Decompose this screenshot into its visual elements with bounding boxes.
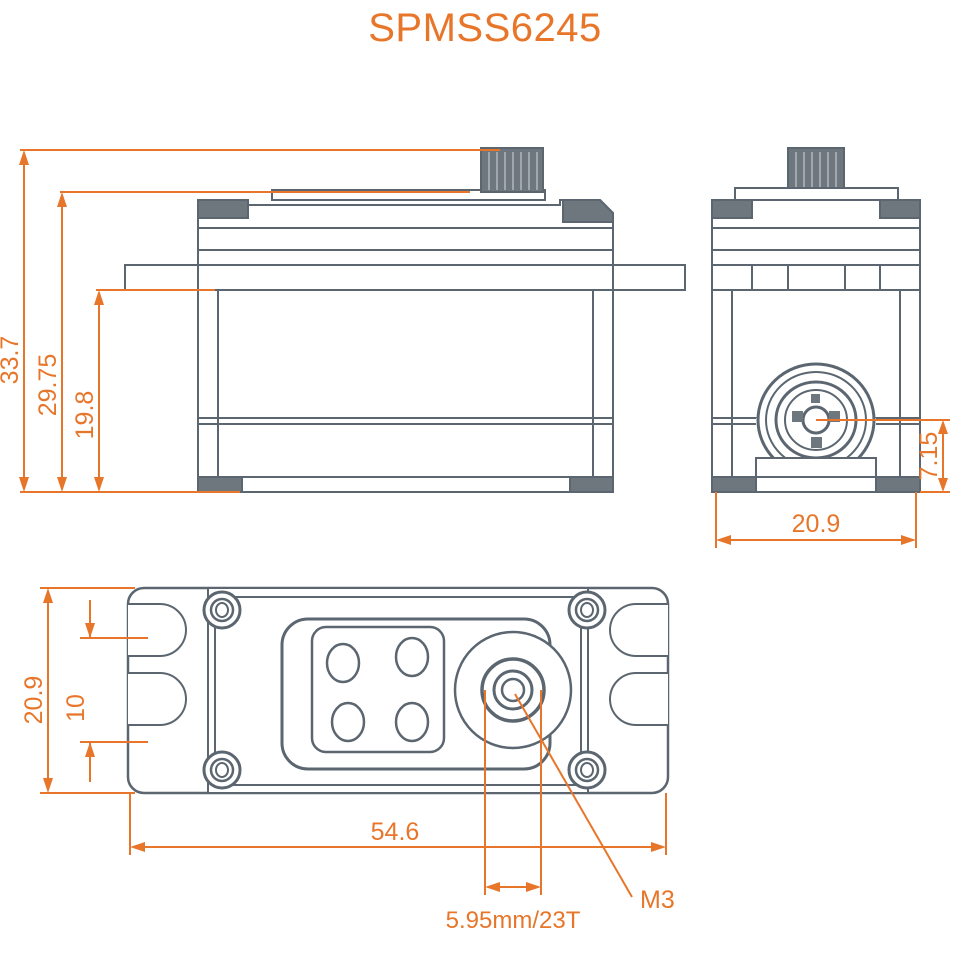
dim-side-width: 20.9 [792,510,841,538]
dim-front-lower-height: 19.8 [71,391,99,440]
front-view [124,147,686,493]
side-view [711,147,921,493]
dim-top-length: 54.6 [371,818,420,846]
top-view [126,586,670,795]
dim-front-body-height: 29.75 [34,354,62,417]
front-view-dimensions [19,149,500,493]
page-title: SPMSS6245 [368,6,602,50]
dim-top-slot-span: 10 [62,694,90,722]
dim-side-lower-height: 7.15 [915,432,943,481]
dim-screw-m3: M3 [640,886,675,914]
dim-top-width: 20.9 [20,676,48,725]
top-view-dimensions [40,587,667,898]
dim-spline: 5.95mm/23T [446,907,581,934]
dim-front-total-height: 33.7 [0,336,24,385]
side-view-dimensions [715,419,950,548]
